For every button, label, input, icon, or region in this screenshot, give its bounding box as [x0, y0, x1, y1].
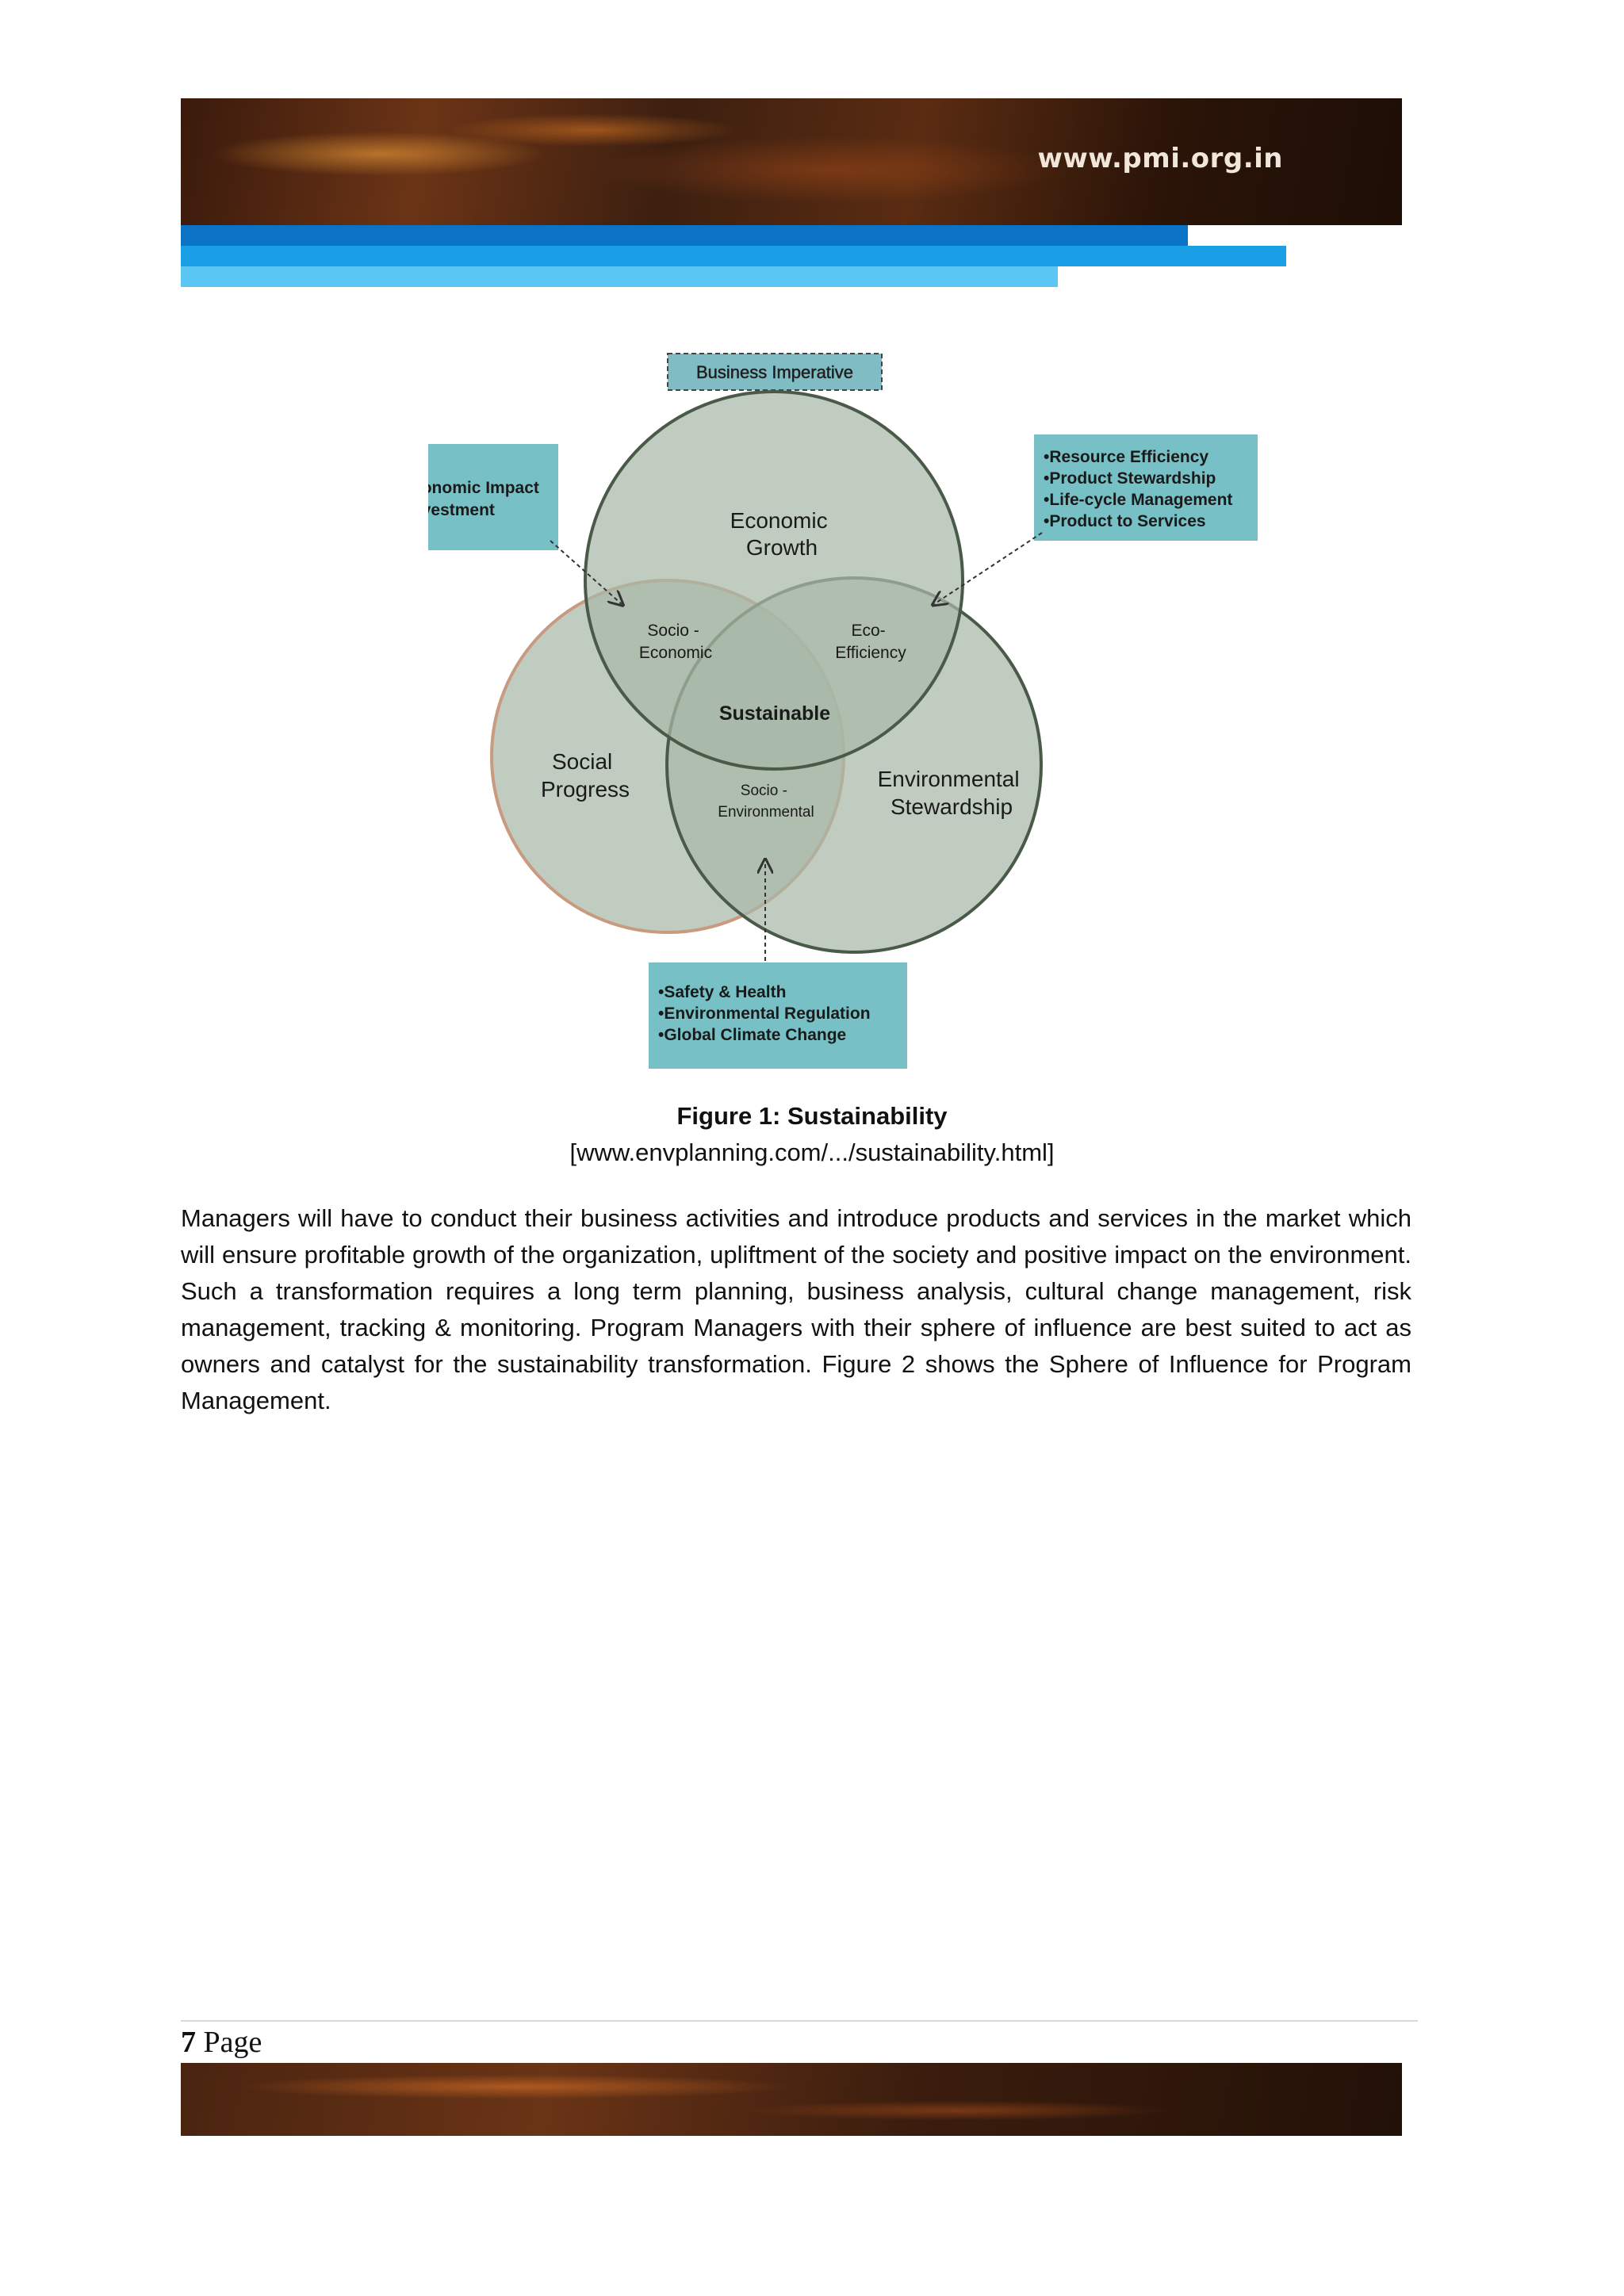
header-stripe-dark-blue: [181, 225, 1188, 246]
header-stripe-light-blue: [181, 266, 1058, 287]
business-imperative-label: Business Imperative: [667, 353, 883, 391]
figure-caption: Figure 1: Sustainability: [676, 1102, 948, 1130]
svg-text:•Resource Efficiency •Pr: •Resource Efficiency •Product Stewardshi…: [1044, 448, 1237, 530]
page-label: 7 Page: [181, 2025, 262, 2060]
callout-top-left: •Local Economic Impact •Social Investmen…: [428, 444, 558, 550]
svg-text:•Local Economic Impact •: •Local Economic Impact •Social Investmen…: [428, 479, 544, 519]
body-paragraph: Managers will have to conduct their busi…: [181, 1204, 1411, 1414]
sustainability-venn-diagram: Business Imperative Economic Growth Soci…: [428, 353, 1258, 1069]
callout-top-right: •Resource Efficiency •Product Stewardshi…: [1034, 434, 1258, 541]
social-progress-label: Social Progress: [541, 749, 630, 802]
eco-efficiency-label: Eco- Efficiency: [835, 622, 906, 662]
arrow-top-left: [550, 540, 622, 604]
socio-environmental-label: Socio - Environmental: [718, 783, 814, 821]
figure-source: [www.envplanning.com/.../sustainability.…: [569, 1138, 1055, 1166]
arrow-top-right: [934, 532, 1043, 604]
page-word: Page: [203, 2026, 262, 2059]
footer-banner: [181, 2063, 1402, 2136]
header-stripe-mid-blue: [181, 246, 1286, 266]
footer-rule: [181, 2020, 1418, 2022]
socio-economic-label: Socio - Economic: [639, 622, 712, 662]
svg-text:•Safety & Health •Enviro: •Safety & Health •Environmental Regulati…: [658, 983, 875, 1044]
page-number: 7: [181, 2026, 196, 2059]
environmental-stewardship-label: Environmental Stewardship: [878, 767, 1026, 819]
header-url: www.pmi.org.in: [1037, 143, 1283, 174]
circle-economic-growth: [584, 390, 964, 771]
sustainable-label: Sustainable: [719, 702, 830, 725]
business-imperative-text: Business Imperative: [696, 362, 853, 382]
economic-growth-label: Economic Growth: [730, 508, 834, 560]
callout-bottom: •Safety & Health •Environmental Regulati…: [649, 962, 907, 1069]
header-banner: www.pmi.org.in: [181, 98, 1402, 225]
